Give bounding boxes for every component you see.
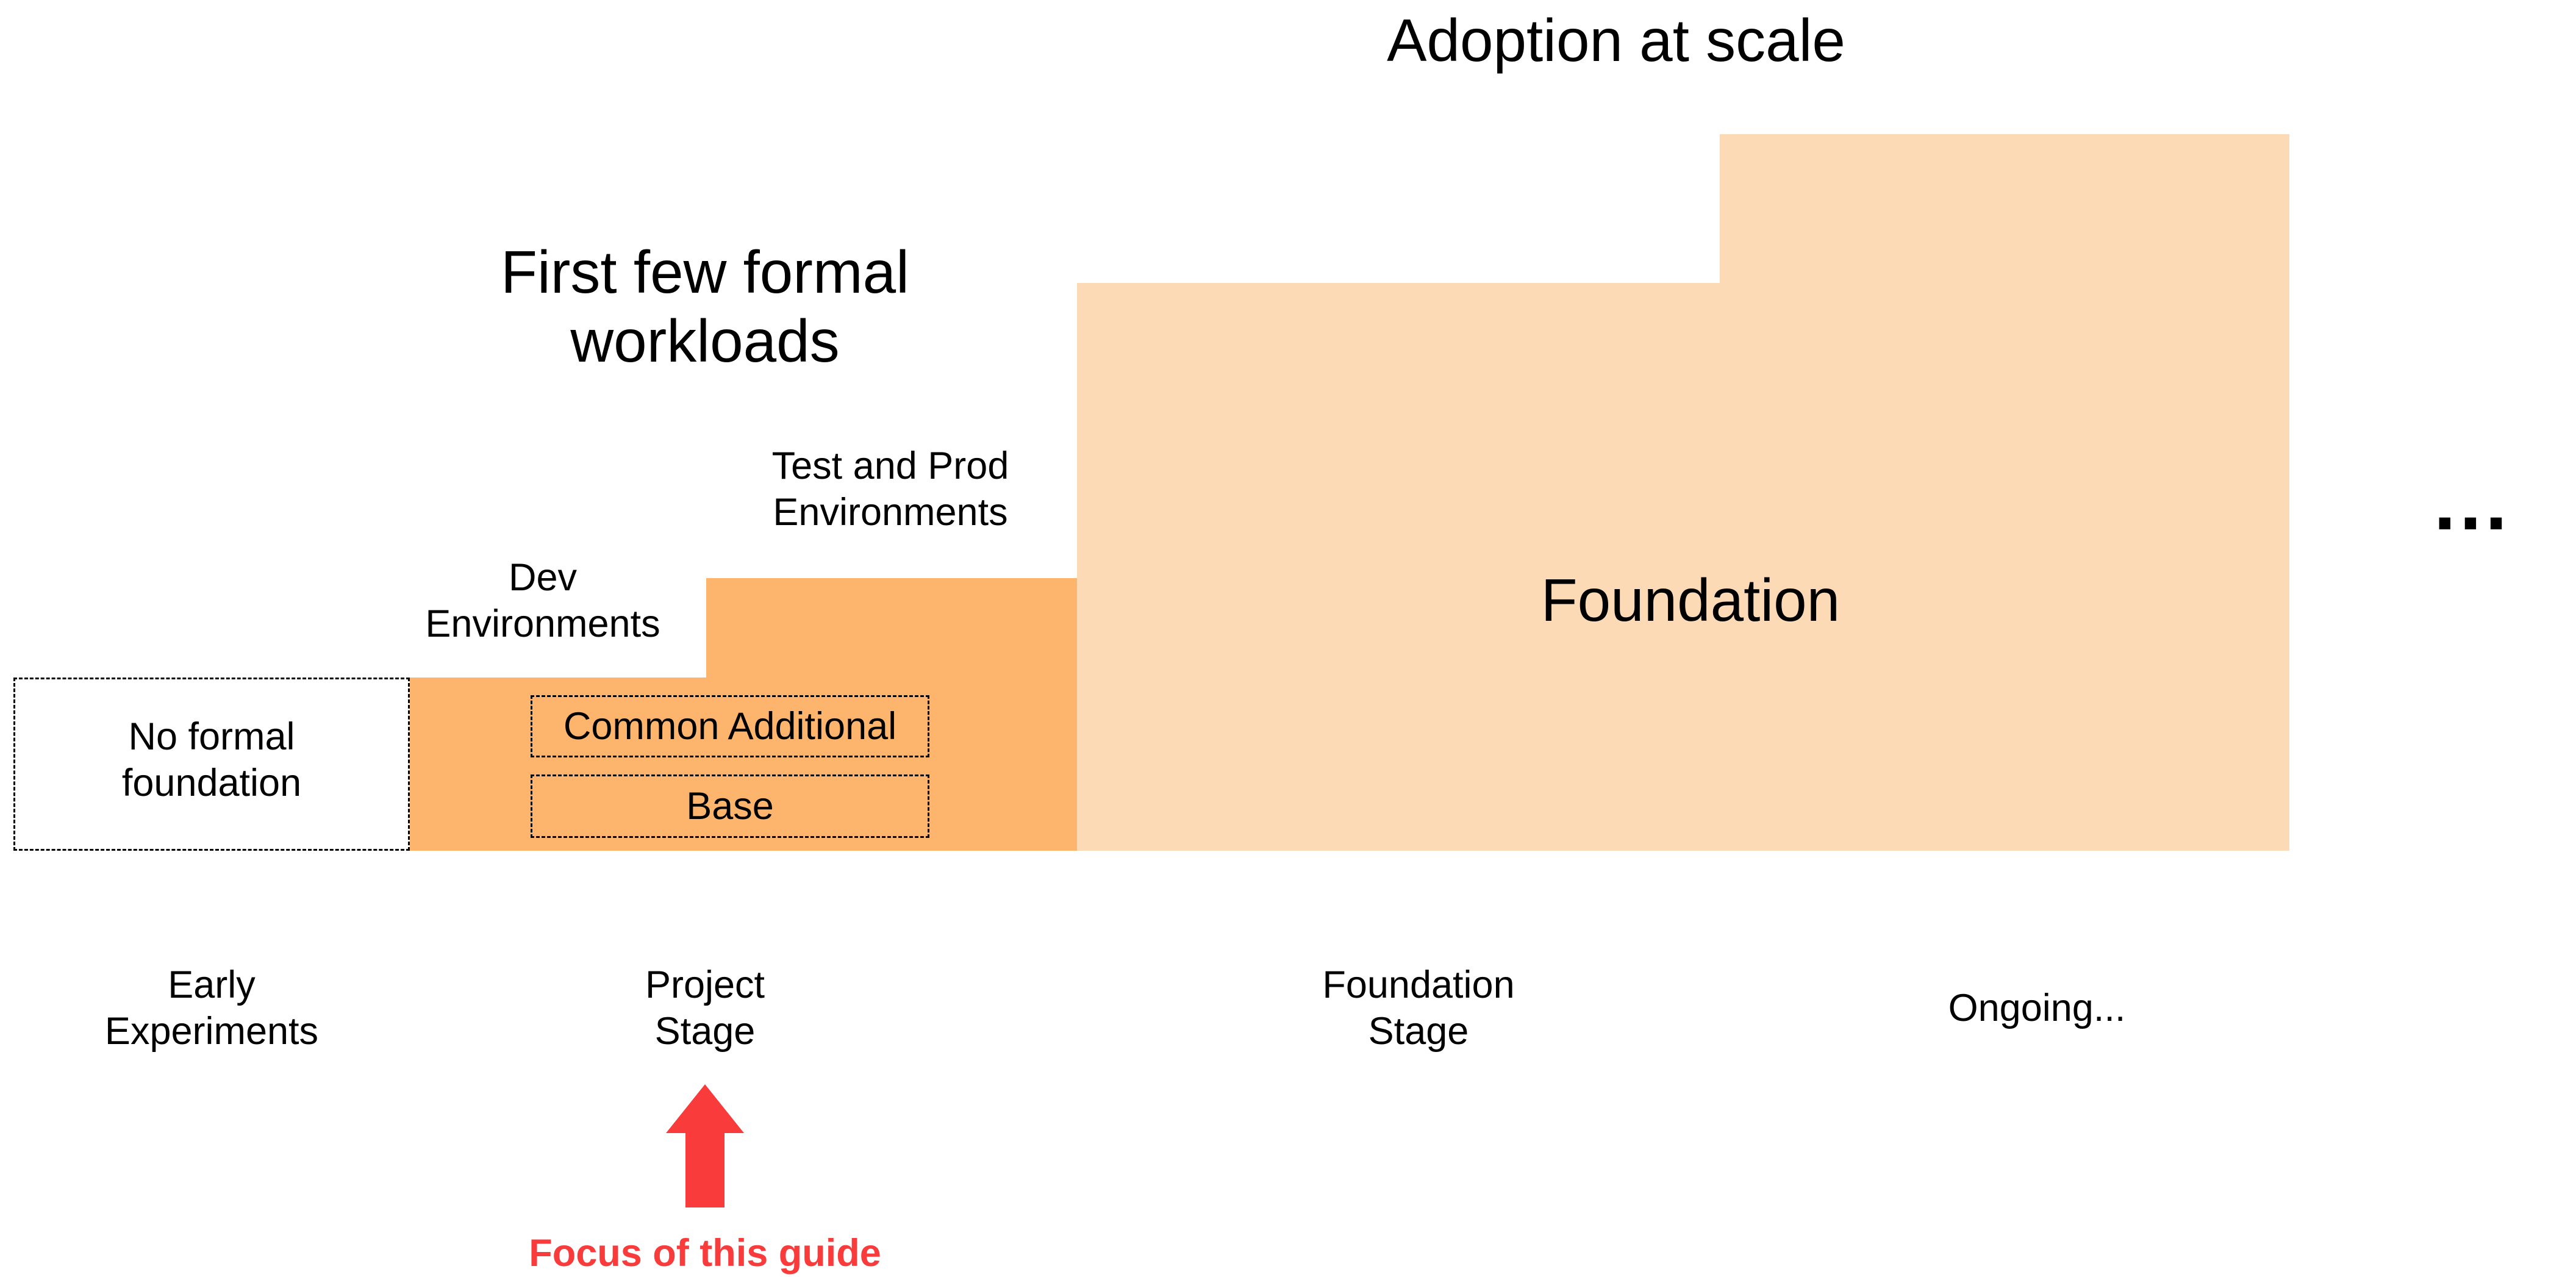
foundation-stage-line1: Foundation bbox=[1322, 964, 1515, 1006]
common-additional-box: Common Additional bbox=[531, 695, 929, 757]
foundation-block-lower bbox=[1077, 283, 1722, 851]
project-stage-line2: Stage bbox=[654, 1009, 756, 1053]
base-box: Base bbox=[531, 774, 929, 838]
dev-environments-line1: Dev bbox=[508, 556, 578, 599]
test-prod-environments-block bbox=[706, 578, 1078, 851]
dev-environments-line2: Environments bbox=[425, 602, 660, 645]
first-few-workloads-heading: First few formal workloads bbox=[400, 238, 1010, 375]
test-prod-environments-line1: Test and Prod bbox=[771, 445, 1009, 487]
no-formal-foundation-line1: No formal bbox=[128, 715, 295, 758]
foundation-stage-label: Foundation Stage bbox=[1236, 962, 1601, 1054]
early-experiments-line2: Experiments bbox=[104, 1009, 319, 1053]
foundation-block-upper bbox=[1720, 134, 2289, 851]
more-ellipsis: ... bbox=[2433, 457, 2511, 546]
adoption-at-scale-heading: Adoption at scale bbox=[1387, 7, 1845, 74]
first-few-heading-line2: workloads bbox=[570, 307, 840, 374]
no-formal-foundation-box bbox=[13, 678, 410, 851]
dev-environments-block bbox=[410, 678, 710, 851]
arrow-up-icon bbox=[666, 1084, 744, 1207]
test-prod-environments-label: Test and Prod Environments bbox=[707, 443, 1073, 535]
test-prod-environments-line2: Environments bbox=[773, 490, 1008, 534]
early-experiments-stage-label: Early Experiments bbox=[13, 962, 410, 1054]
dev-environments-label: Dev Environments bbox=[360, 555, 726, 647]
early-experiments-line1: Early bbox=[168, 964, 256, 1006]
first-few-heading-line1: First few formal bbox=[501, 238, 909, 306]
base-label: Base bbox=[686, 785, 774, 828]
foundation-label: Foundation bbox=[1540, 567, 1841, 634]
focus-of-this-guide-label: Focus of this guide bbox=[529, 1232, 881, 1275]
common-additional-label: Common Additional bbox=[563, 705, 897, 748]
no-formal-foundation-label: No formal foundation bbox=[13, 714, 410, 806]
project-stage-line1: Project bbox=[645, 964, 765, 1006]
project-stage-label: Project Stage bbox=[522, 962, 888, 1054]
no-formal-foundation-line2: foundation bbox=[121, 761, 302, 804]
ongoing-stage-label: Ongoing... bbox=[1948, 987, 2126, 1029]
foundation-stage-line2: Stage bbox=[1368, 1009, 1469, 1053]
